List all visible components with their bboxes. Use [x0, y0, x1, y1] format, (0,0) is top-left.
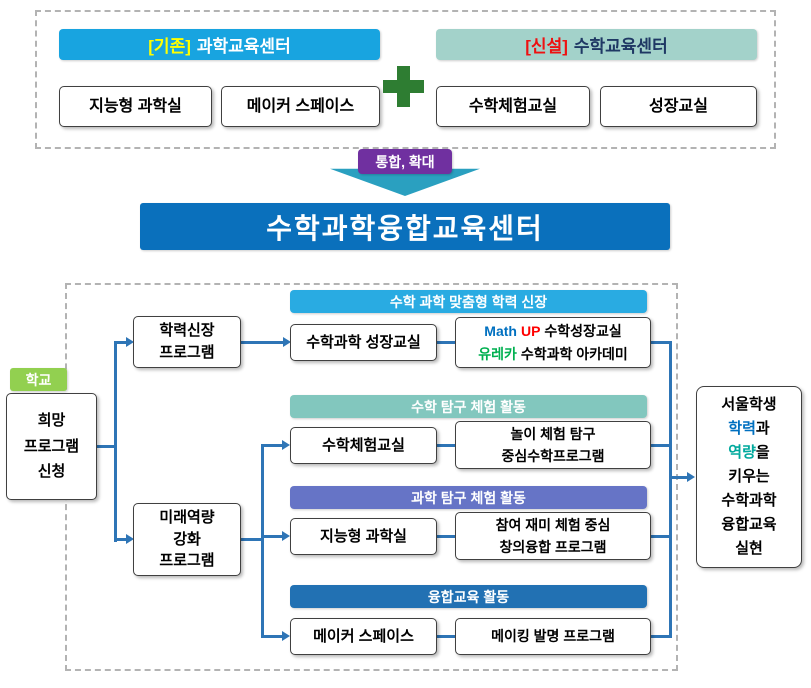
math-item-growth-class: 성장교실	[600, 86, 757, 127]
top-section-frame	[35, 10, 776, 149]
result-line: 융합교육	[721, 516, 777, 533]
connector-request-stub	[97, 445, 117, 448]
merge-badge: 통합, 확대	[358, 149, 452, 174]
connector-row2-mid-detail	[437, 444, 455, 447]
program-future-line: 미래역량	[159, 508, 215, 526]
row4-detail-line: 메이킹 발명 프로그램	[491, 628, 615, 645]
result-line: 역량을	[728, 441, 769, 465]
science-center-header: [기존] 과학교육센터	[59, 29, 380, 60]
row2-detail-box: 놀이 체험 탐구 중심수학프로그램	[455, 421, 651, 469]
connector-row4-mid-detail	[437, 635, 455, 638]
math-up-rest-label: 수학성장교실	[544, 323, 622, 340]
row1-mid-box: 수학과학 성장교실	[290, 324, 437, 361]
result-box: 서울학생 학력과 역량을 키우는 수학과학 융합교육 실현	[696, 386, 802, 568]
arrowhead-to-academic	[126, 337, 134, 347]
result-line: 서울학생	[721, 396, 777, 413]
request-box-line: 프로그램	[23, 437, 80, 455]
connector-to-result	[669, 476, 689, 479]
result-line: 수학과학	[721, 492, 777, 509]
result-yeokryang-label: 역량	[728, 444, 756, 461]
row2-mid-box: 수학체험교실	[290, 427, 437, 464]
program-future-line: 강화	[173, 530, 201, 548]
arrowhead-row4-mid	[282, 631, 290, 641]
math-up-math-label: Math	[484, 323, 517, 340]
result-line2-rest: 과	[755, 420, 770, 437]
row3-detail-line: 참여 재미 체험 중심	[495, 516, 611, 533]
science-item-smart-lab: 지능형 과학실	[59, 86, 212, 127]
request-box-line: 희망	[37, 412, 66, 430]
math-up-up-label: UP	[520, 323, 541, 340]
result-line3-rest: 을	[755, 444, 770, 461]
center-banner: 수학과학융합교육센터	[140, 203, 670, 250]
plus-icon-vbar	[397, 66, 410, 107]
connector-row1-mid-detail	[437, 341, 455, 344]
math-center-tag: [신설]	[525, 37, 568, 56]
row2-header: 수학 탐구 체험 활동	[290, 395, 647, 418]
program-future-box: 미래역량 강화 프로그램	[133, 503, 241, 576]
connector-branch-vertical	[114, 341, 117, 542]
science-center-title: 과학교육센터	[196, 37, 291, 56]
row1-header: 수학 과학 맞춤형 학력 신장	[290, 290, 647, 313]
arrowhead-row3-mid	[282, 531, 290, 541]
connector-row1-collect	[651, 341, 672, 344]
row4-header: 융합교육 활동	[290, 585, 647, 608]
result-line: 학력과	[728, 417, 769, 441]
arrowhead-to-result	[687, 472, 695, 482]
row4-mid-box: 메이커 스페이스	[290, 618, 437, 655]
request-box: 희망 프로그램 신청	[6, 393, 97, 500]
result-line: 키우는	[728, 468, 770, 485]
connector-to-row4-mid	[261, 635, 284, 638]
row3-header: 과학 탐구 체험 활동	[290, 486, 647, 509]
connector-future-stub	[241, 538, 264, 541]
math-center-title: 수학교육센터	[573, 37, 668, 56]
arrowhead-row1-mid	[283, 337, 291, 347]
program-academic-line: 학력신장	[159, 322, 215, 340]
connector-to-row3-mid	[261, 535, 284, 538]
connector-to-academic	[114, 341, 128, 344]
row4-detail-box: 메이킹 발명 프로그램	[455, 618, 651, 655]
eureka-label: 유레카	[478, 345, 517, 362]
row3-detail-line: 창의융합 프로그램	[499, 539, 607, 555]
connector-row3-mid-detail	[437, 535, 455, 538]
row3-mid-box: 지능형 과학실	[290, 518, 437, 555]
program-future-line: 프로그램	[159, 552, 215, 570]
request-box-line: 신청	[37, 463, 66, 481]
row2-detail-line: 놀이 체험 탐구	[510, 425, 596, 442]
arrowhead-to-future	[126, 534, 134, 544]
school-badge: 학교	[10, 368, 67, 391]
connector-row2-collect	[651, 444, 672, 447]
connector-result-vertical	[669, 341, 672, 638]
eureka-rest-label: 수학과학 아카데미	[520, 345, 628, 362]
row3-detail-box: 참여 재미 체험 중심 창의융합 프로그램	[455, 512, 651, 560]
result-line: 실현	[735, 540, 763, 557]
result-hakryeok-label: 학력	[728, 420, 756, 437]
science-center-tag: [기존]	[148, 37, 191, 56]
connector-row4-collect	[651, 635, 672, 638]
arrowhead-row2-mid	[282, 440, 290, 450]
program-academic-box: 학력신장 프로그램	[133, 316, 241, 368]
program-academic-line: 프로그램	[159, 344, 215, 361]
science-item-maker-space: 메이커 스페이스	[221, 86, 380, 127]
row2-detail-line: 중심수학프로그램	[501, 448, 605, 464]
math-center-header: [신설] 수학교육센터	[436, 29, 757, 60]
connector-future-vertical	[261, 444, 264, 638]
math-item-experience-class: 수학체험교실	[436, 86, 590, 127]
connector-to-future	[114, 538, 128, 541]
plus-icon	[383, 66, 424, 107]
connector-academic-to-row1	[241, 341, 285, 344]
connector-row3-collect	[651, 535, 672, 538]
connector-to-row2-mid	[261, 444, 284, 447]
